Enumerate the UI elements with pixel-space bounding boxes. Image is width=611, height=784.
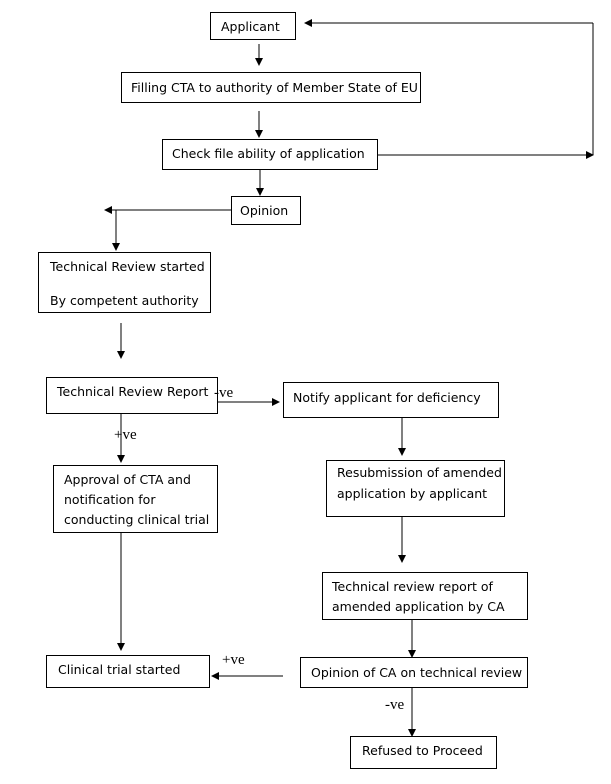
node-filling-cta-text: Filling CTA to authority of Member State… <box>131 80 418 95</box>
node-resubmission-line1: Resubmission of amended <box>337 465 502 480</box>
node-check-file-ability: Check file ability of application <box>162 139 378 170</box>
label-report-positive: +ve <box>114 427 137 443</box>
node-clinical-trial-started: Clinical trial started <box>46 655 210 688</box>
node-opinion-of-ca-text: Opinion of CA on technical review <box>311 665 523 680</box>
node-resubmission: Resubmission of amended application by a… <box>326 460 505 517</box>
node-approval-of-cta-line1: Approval of CTA and <box>64 472 191 487</box>
node-technical-review-amended-line1: Technical review report of <box>332 579 493 594</box>
node-filling-cta: Filling CTA to authority of Member State… <box>121 72 421 103</box>
node-technical-review-started: Technical Review started By competent au… <box>38 252 211 313</box>
node-technical-review-amended: Technical review report of amended appli… <box>322 572 528 620</box>
node-applicant-text: Applicant <box>221 19 280 34</box>
node-technical-review-started-line2: By competent authority <box>50 292 199 308</box>
node-notify-applicant-text: Notify applicant for deficiency <box>293 390 481 405</box>
node-opinion: Opinion <box>231 196 301 225</box>
label-report-negative: -ve <box>214 385 234 401</box>
node-applicant: Applicant <box>210 12 296 40</box>
node-clinical-trial-started-text: Clinical trial started <box>58 662 181 677</box>
node-approval-of-cta: Approval of CTA and notification for con… <box>53 465 218 533</box>
node-approval-of-cta-line3: conducting clinical trial <box>64 511 210 527</box>
node-notify-applicant: Notify applicant for deficiency <box>283 382 499 418</box>
node-opinion-of-ca: Opinion of CA on technical review <box>300 657 528 688</box>
node-approval-of-cta-line2: notification for <box>64 491 156 507</box>
node-technical-review-started-line1: Technical Review started <box>50 259 205 274</box>
node-check-file-ability-text: Check file ability of application <box>172 146 365 161</box>
label-ca-positive: +ve <box>222 652 245 668</box>
node-refused-to-proceed-text: Refused to Proceed <box>362 743 483 758</box>
node-refused-to-proceed: Refused to Proceed <box>350 736 497 769</box>
node-technical-review-amended-line2: amended application by CA <box>332 598 505 614</box>
node-opinion-text: Opinion <box>240 203 289 218</box>
node-resubmission-line2: application by applicant <box>337 485 488 501</box>
label-ca-negative: -ve <box>385 697 405 713</box>
node-technical-review-report: Technical Review Report <box>46 377 218 414</box>
node-technical-review-report-text: Technical Review Report <box>57 384 209 399</box>
